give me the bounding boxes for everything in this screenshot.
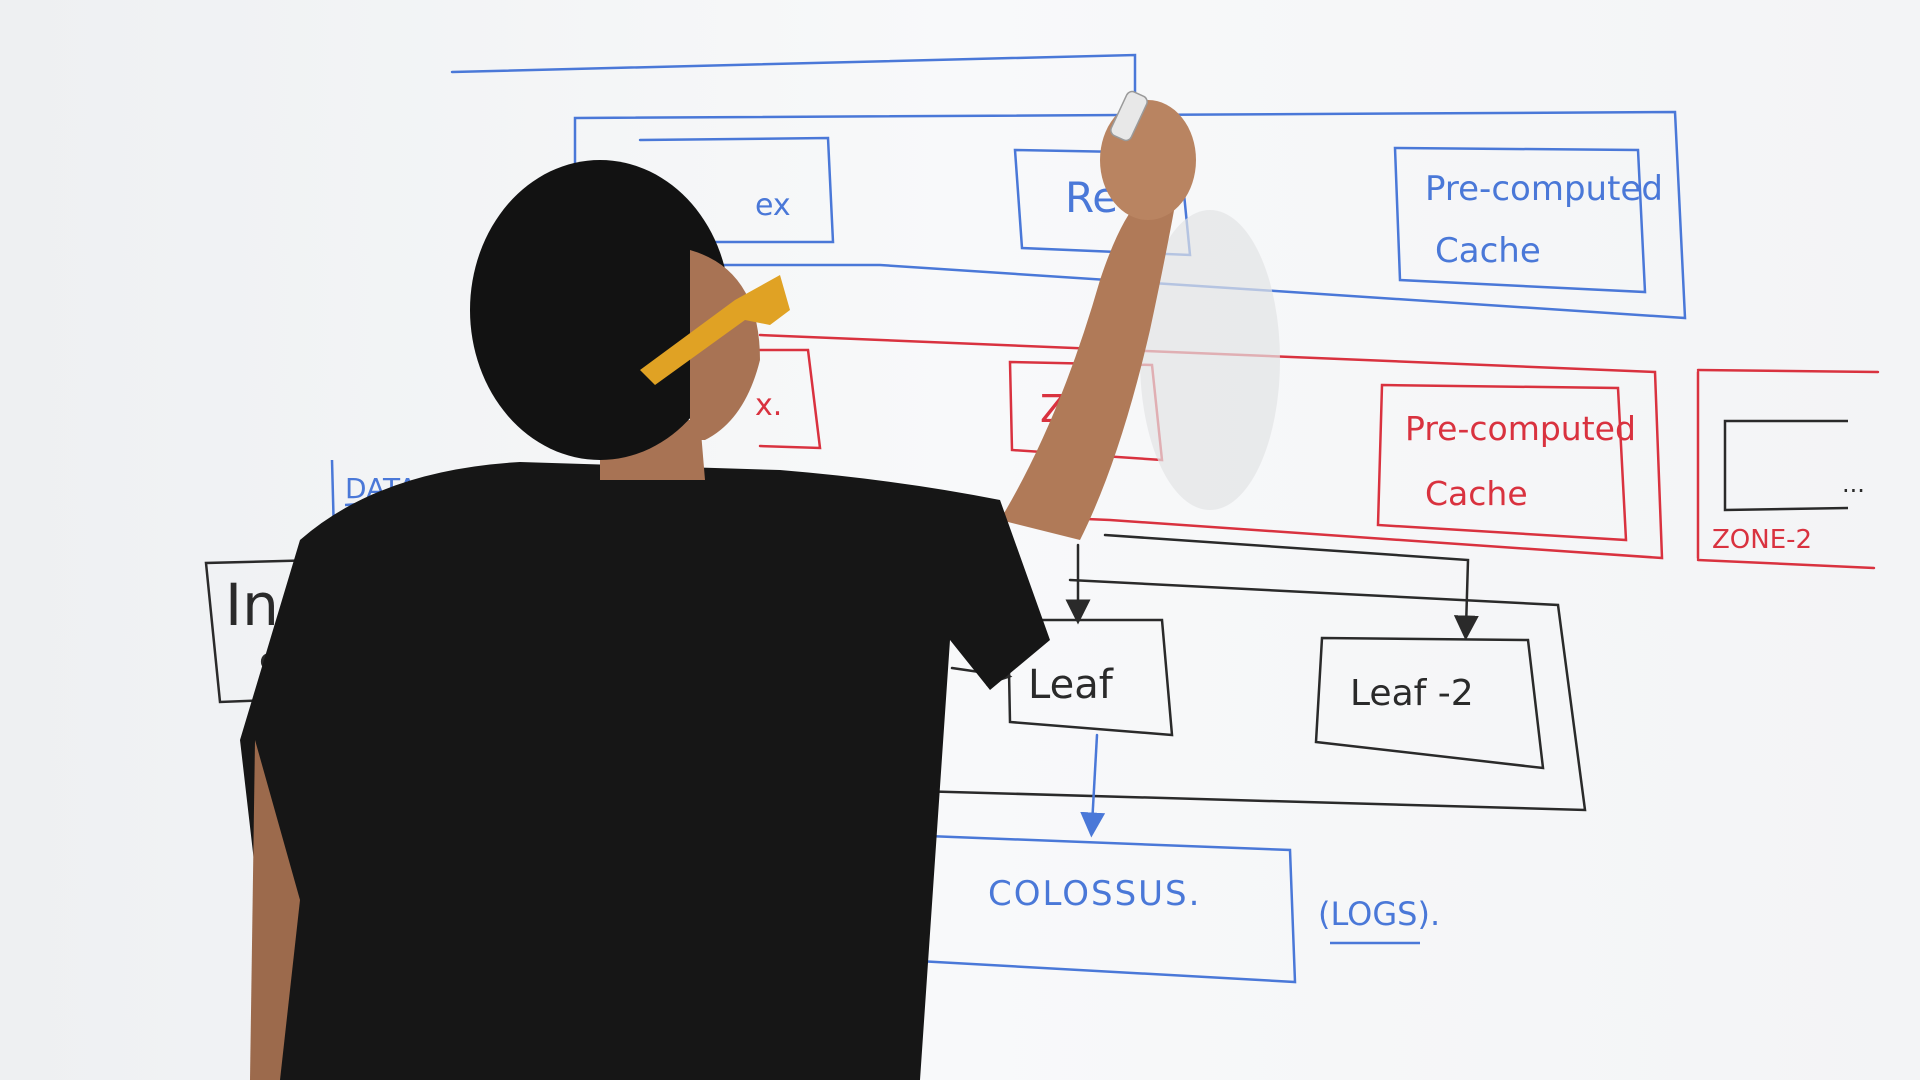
blue-top-bracket (450, 53, 1137, 102)
blue-cache-label-line1: Pre-computed (1425, 169, 1663, 209)
zone2-bottom-edge (1696, 558, 1876, 570)
red-cache-box (1376, 383, 1628, 542)
blue-cache-box (1393, 146, 1647, 294)
zone2-label: ZONE-2 (1712, 525, 1812, 555)
leaf-labels: Leaf Leaf -2 (1028, 662, 1474, 714)
logs-label: (LOGS). (1318, 895, 1440, 933)
glasses-icon (640, 275, 790, 385)
leaf-label: Leaf (1028, 662, 1114, 708)
marker-icon (1110, 90, 1148, 142)
colossus-box (899, 833, 1297, 984)
zone2-inner-box (1723, 419, 1849, 512)
blue-index-box (638, 136, 835, 244)
leaf-cluster (880, 533, 1587, 838)
blue-index-label: ex (755, 188, 791, 223)
presenter-head (470, 160, 730, 460)
leaf2-label: Leaf -2 (1350, 673, 1474, 714)
red-zone-labels: x. Z Pre-computed Cache ZONE-2 (755, 387, 1812, 555)
zone2-top-edge (1696, 368, 1880, 374)
presenter (240, 90, 1280, 1080)
presenter-arm (1000, 200, 1175, 540)
leaf-to-colossus-arrow (1080, 733, 1106, 838)
presenter-left-arm (250, 740, 300, 1080)
red-index-box (758, 348, 822, 450)
leaf2-box (1314, 636, 1545, 770)
presenter-hand (1100, 100, 1196, 220)
blue-zone-labels: ex Re Pre-computed Cache (755, 169, 1663, 271)
colossus-labels: COLOSSUS. (LOGS). (988, 874, 1440, 933)
presenter-shirt (240, 462, 1050, 1080)
fanout-arrow-leaf2 (1103, 533, 1479, 641)
colossus-label: COLOSSUS. (988, 874, 1201, 914)
red-zone (758, 333, 1880, 570)
leaf-box (1006, 618, 1174, 737)
red-cache-label-line2: Cache (1425, 474, 1528, 513)
red-cache-label-line1: Pre-computed (1405, 409, 1636, 448)
zone2-ellipsis: ... (1842, 470, 1865, 498)
blue-cache-label-line2: Cache (1435, 231, 1541, 271)
presenter-shadow (1140, 210, 1280, 510)
index-server-label-line1: In (225, 571, 279, 639)
red-index-label: x. (755, 388, 782, 423)
